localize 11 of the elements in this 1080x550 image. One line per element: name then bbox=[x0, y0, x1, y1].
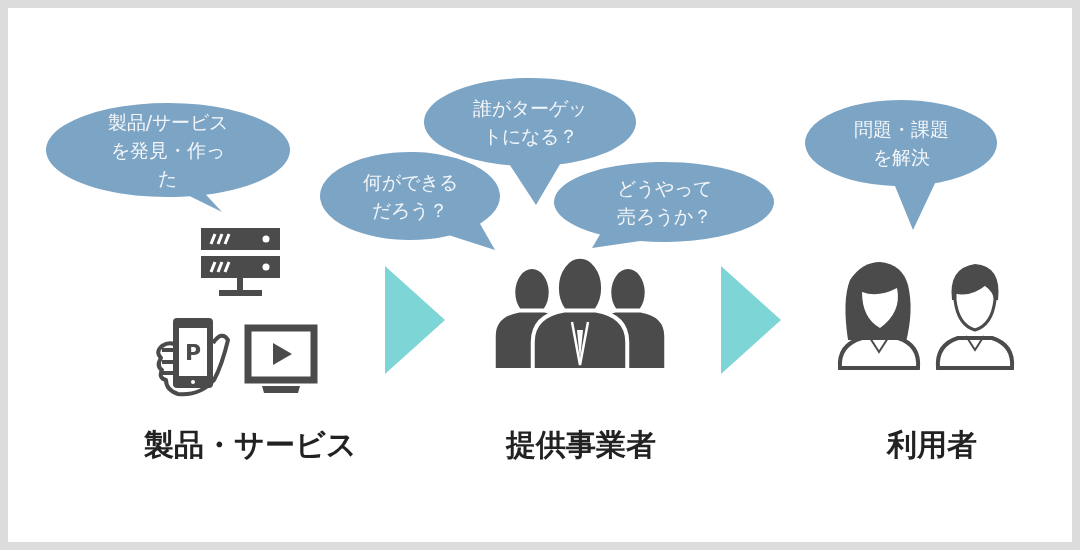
bubble-text: 誰がターゲットになる？ bbox=[472, 96, 588, 149]
phone-screen-letter: P bbox=[184, 340, 202, 365]
column-label: 製品・サービス bbox=[143, 426, 357, 464]
column-label: 利用者 bbox=[887, 426, 977, 464]
bubble-text: 何ができるだろう？ bbox=[361, 170, 459, 223]
arrow bbox=[385, 266, 445, 374]
arrow bbox=[721, 266, 781, 374]
bubble-text: 製品/サービスを発見・作った bbox=[106, 110, 230, 191]
bubble-text: どうやって売ろうか？ bbox=[615, 176, 713, 229]
column-label: 提供事業者 bbox=[506, 426, 656, 464]
bubble-text: 問題・課題を解決 bbox=[852, 117, 950, 170]
